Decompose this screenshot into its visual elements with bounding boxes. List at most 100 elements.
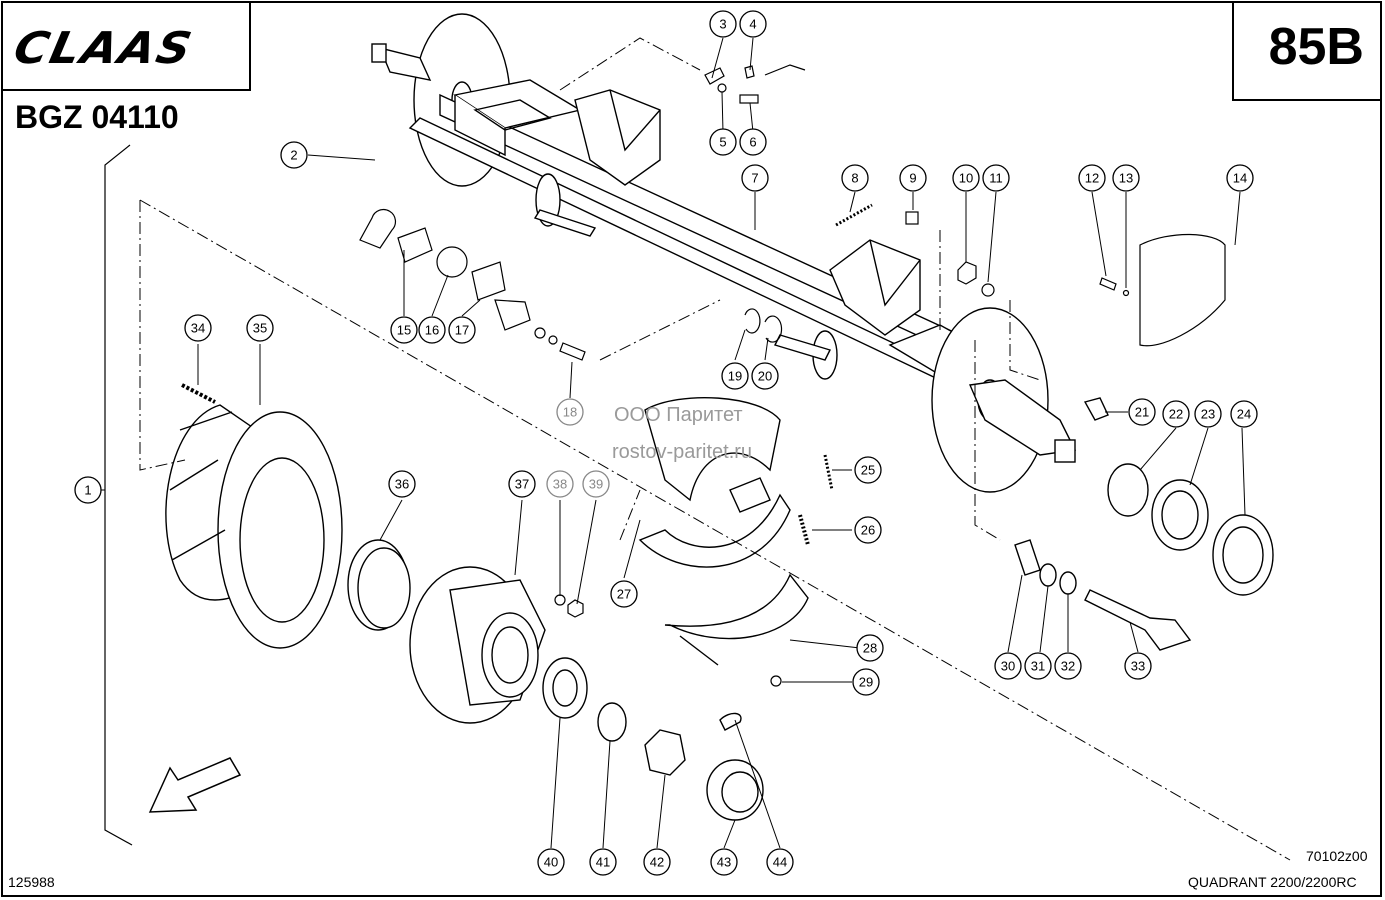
callout-circle — [841, 164, 869, 192]
callout-41: 41 — [589, 848, 617, 876]
logo-box: CLAAS — [3, 3, 251, 91]
callout-label: 38 — [553, 477, 567, 492]
callout-circle — [766, 848, 794, 876]
callout-31: 31 — [1024, 652, 1052, 680]
callout-label: 6 — [749, 135, 756, 150]
wheel-hub — [409, 566, 546, 724]
footer-model: QUADRANT 2200/2200RC — [1188, 874, 1357, 890]
callout-15: 15 — [390, 316, 418, 344]
callout-37: 37 — [508, 470, 536, 498]
callout-label: 1 — [84, 483, 91, 498]
callout-label: 11 — [989, 171, 1003, 186]
callout-8: 8 — [841, 164, 869, 192]
brake-shoes — [638, 397, 809, 666]
callout-32: 32 — [1054, 652, 1082, 680]
callout-label: 33 — [1131, 659, 1145, 674]
callout-16: 16 — [418, 316, 446, 344]
callout-circle — [721, 362, 749, 390]
callout-label: 31 — [1031, 659, 1045, 674]
callout-circle — [1124, 652, 1152, 680]
callout-circle — [74, 476, 102, 504]
callout-20: 20 — [751, 362, 779, 390]
callout-24: 24 — [1230, 400, 1258, 428]
callout-circle — [1226, 164, 1254, 192]
page-number-box: 85B — [1232, 3, 1380, 101]
callout-label: 13 — [1119, 171, 1133, 186]
left-stub-shaft — [378, 46, 432, 81]
callout-22: 22 — [1162, 400, 1190, 428]
callout-label: 8 — [851, 171, 858, 186]
callout-35: 35 — [246, 314, 274, 342]
callout-label: 43 — [717, 855, 731, 870]
callout-38: 38 — [546, 470, 574, 498]
callout-label: 27 — [617, 587, 631, 602]
callout-36: 36 — [388, 470, 416, 498]
brake-cam-parts — [359, 209, 586, 361]
callout-circle — [556, 398, 584, 426]
callout-circle — [418, 316, 446, 344]
callout-circle — [1054, 652, 1082, 680]
callout-label: 2 — [290, 148, 297, 163]
callout-circle — [739, 10, 767, 38]
callout-label: 3 — [719, 17, 726, 32]
callout-label: 22 — [1169, 407, 1183, 422]
callout-42: 42 — [643, 848, 671, 876]
callout-label: 10 — [959, 171, 973, 186]
callout-6: 6 — [739, 128, 767, 156]
callout-label: 16 — [425, 323, 439, 338]
callout-7: 7 — [741, 164, 769, 192]
callout-13: 13 — [1112, 164, 1140, 192]
callout-label: 20 — [758, 369, 772, 384]
callout-18: 18 — [556, 398, 584, 426]
callout-label: 7 — [751, 171, 758, 186]
callout-25: 25 — [854, 456, 882, 484]
callout-3: 3 — [709, 10, 737, 38]
watermark-url: rostov-paritet.ru — [612, 441, 753, 463]
callout-14: 14 — [1226, 164, 1254, 192]
callout-label: 30 — [1001, 659, 1015, 674]
callout-circle — [448, 316, 476, 344]
brake-drum — [165, 404, 343, 649]
callout-label: 37 — [515, 477, 529, 492]
callout-label: 41 — [596, 855, 610, 870]
callout-label: 24 — [1237, 407, 1251, 422]
callout-34: 34 — [184, 314, 212, 342]
callout-circle — [546, 470, 574, 498]
hub-bearing-parts — [542, 657, 764, 821]
assembly-centerlines — [139, 37, 1291, 861]
callout-circle — [1194, 400, 1222, 428]
callout-label: 42 — [650, 855, 664, 870]
callout-33: 33 — [1124, 652, 1152, 680]
callout-circle — [388, 470, 416, 498]
direction-arrow-icon — [148, 757, 242, 813]
part-1-bracket — [104, 144, 133, 846]
callout-label: 9 — [909, 171, 916, 186]
callout-23: 23 — [1194, 400, 1222, 428]
callout-circle — [952, 164, 980, 192]
callout-circle — [184, 314, 212, 342]
callout-29: 29 — [852, 668, 880, 696]
callout-circle — [1024, 652, 1052, 680]
callout-10: 10 — [952, 164, 980, 192]
seal-ring — [347, 539, 411, 631]
callout-label: 15 — [397, 323, 411, 338]
right-bearing-stack — [1014, 397, 1274, 651]
callout-circle — [390, 316, 418, 344]
watermark-company: ООО Паритет — [614, 404, 743, 426]
footer-left-code: 125988 — [8, 874, 55, 890]
callout-5: 5 — [709, 128, 737, 156]
callout-label: 18 — [563, 405, 577, 420]
small-parts-top — [704, 64, 1226, 347]
callout-circle — [854, 516, 882, 544]
callout-label: 44 — [773, 855, 787, 870]
callout-circle — [739, 128, 767, 156]
callout-circle — [582, 470, 610, 498]
callout-circle — [899, 164, 927, 192]
callout-label: 29 — [859, 675, 873, 690]
page-number: 85B — [1268, 18, 1364, 76]
callout-label: 25 — [861, 463, 875, 478]
callout-19: 19 — [721, 362, 749, 390]
callout-11: 11 — [982, 164, 1010, 192]
callout-12: 12 — [1078, 164, 1106, 192]
